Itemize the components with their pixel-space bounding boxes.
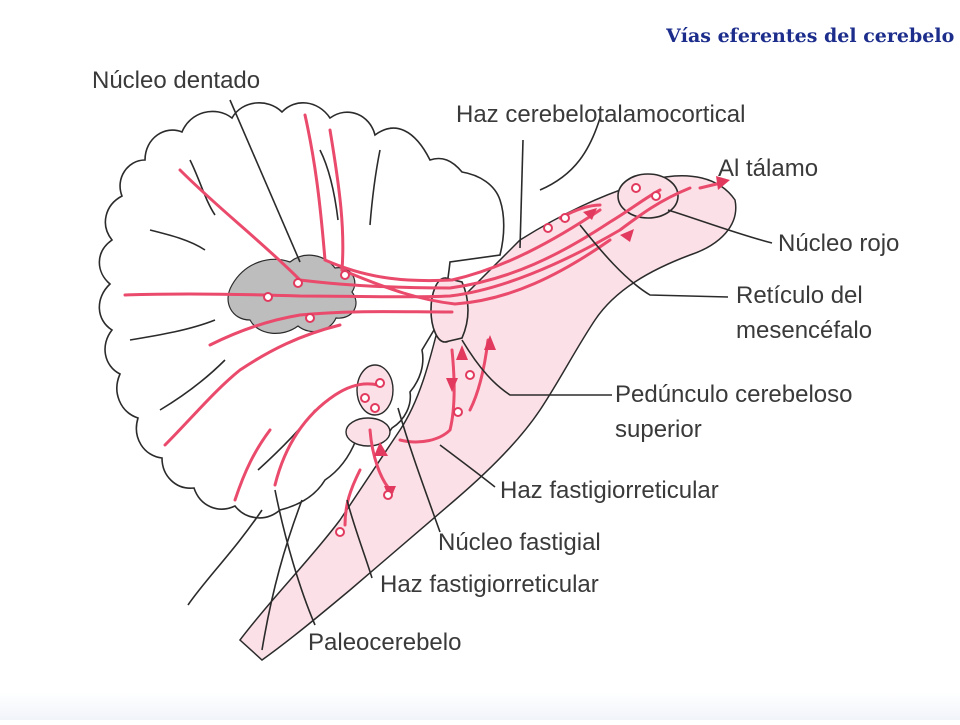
leader-lines (187, 99, 773, 651)
label-haz-cerebelotalamocortical: Haz cerebelotalamocortical (456, 101, 745, 128)
label-reticulo-line2: mesencéfalo (736, 317, 872, 344)
bottom-gradient-band (0, 692, 960, 720)
fastigial-nucleus (345, 417, 391, 447)
label-paleocerebelo: Paleocerebelo (308, 629, 461, 656)
label-nucleo-dentado: Núcleo dentado (92, 67, 260, 94)
label-nucleo-rojo: Núcleo rojo (778, 230, 899, 257)
label-pedunculo-line1: Pedúnculo cerebeloso (615, 381, 853, 408)
slide-title: Vías eferentes del cerebelo (666, 25, 955, 47)
label-pedunculo-line2: superior (615, 416, 702, 443)
label-haz-fastigiorreticular-2: Haz fastigiorreticular (380, 571, 599, 598)
label-al-talamo: Al tálamo (718, 155, 818, 182)
label-nucleo-fastigial: Núcleo fastigial (438, 529, 601, 556)
label-reticulo-line1: Retículo del (736, 282, 863, 309)
label-haz-fastigiorreticular-1: Haz fastigiorreticular (500, 477, 719, 504)
neuron-somata (263, 183, 661, 537)
